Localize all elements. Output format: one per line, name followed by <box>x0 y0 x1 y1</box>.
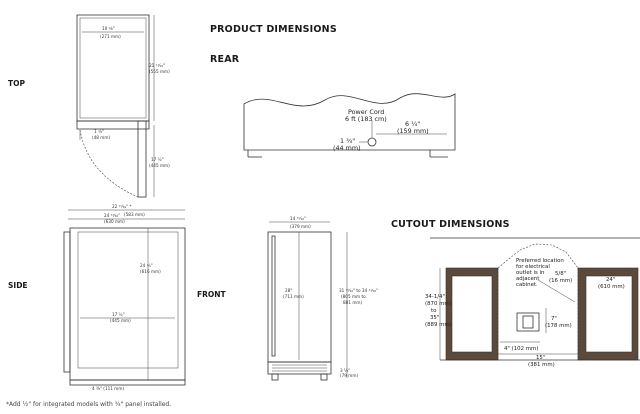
cutout-width: 15" <box>536 355 545 361</box>
cutout-height-5: (889 mm) <box>425 322 452 328</box>
cutout-depth: 24" <box>606 277 615 283</box>
side-view-cabinet <box>69 227 186 381</box>
side-height-mm: (616 mm) <box>140 269 161 274</box>
outlet-note-1: Preferred location <box>516 258 564 264</box>
top-depth-mm: (555 mm) <box>149 69 170 74</box>
top-view-interior <box>79 17 147 119</box>
power-cord-length: 6 ft (183 cm) <box>345 115 387 123</box>
side-view: 22 ¹⁵⁄₁₆" * (583 mm) 24 ¹³⁄₁₆" (630 mm) … <box>63 204 186 391</box>
cutout-height-3: to <box>431 308 436 314</box>
cord-offset-mm: (159 mm) <box>397 127 429 135</box>
front-label: FRONT <box>197 290 227 299</box>
top-depth: 21 ¹¹⁄₁₆" <box>149 63 165 68</box>
cord-offset: 6 ¼" <box>405 120 420 128</box>
front-height-range-mm-2: 881 mm) <box>343 300 362 305</box>
cutout-view: Preferred location for electrical outlet… <box>425 237 640 368</box>
outlet-height: 7" <box>551 316 557 322</box>
outlet-note-2: for electrical <box>516 264 550 270</box>
product-dimensions-heading: PRODUCT DIMENSIONS <box>210 24 337 35</box>
outlet-width: 4" (102 mm) <box>504 346 538 352</box>
outlet-height-mm: (178 mm) <box>545 323 572 329</box>
top-view-door <box>137 120 147 198</box>
front-view-handle <box>271 235 276 357</box>
side-label: SIDE <box>8 281 28 290</box>
cutout-height-4: 35" <box>430 315 439 321</box>
front-view: 14 ¹⁵⁄₁₆" (379 mm) 28" (711 mm) 31 ¹⁵⁄₁₆… <box>267 216 378 381</box>
cutout-top-gap: 5/8" <box>555 271 566 277</box>
side-toe: 4 ⅜" (111 mm) <box>92 386 124 391</box>
side-overall-depth-mm: (583 mm) <box>124 212 145 217</box>
footnote: *Add ½" for integrated models with ¾" pa… <box>6 401 171 408</box>
front-width: 14 ¹⁵⁄₁₆" <box>290 216 306 221</box>
side-height: 24 ¹⁄₄" <box>140 263 153 268</box>
outlet-note-3: outlet is in <box>516 270 544 276</box>
electrical-outlet-box <box>516 312 540 332</box>
front-foot-mm: (79 mm) <box>340 373 358 378</box>
cutout-width-mm: (381 mm) <box>528 362 555 368</box>
side-body-depth-mm: (630 mm) <box>104 219 125 224</box>
cutout-height-2: (870 mm) <box>425 301 452 307</box>
side-inner: 17 ½" <box>112 312 125 317</box>
cutout-top-gap-mm: (16 mm) <box>549 278 572 284</box>
front-inner-height: 28" <box>285 288 292 293</box>
top-door-swing-mm: (445 mm) <box>149 163 170 168</box>
cord-height: 1 ¾" <box>340 137 355 145</box>
door-swing-arc <box>79 129 139 198</box>
top-view: 10 ⁵⁄₈" (271 mm) 21 ¹¹⁄₁₆" (555 mm) 1 ⁷⁄… <box>76 14 170 198</box>
rear-view: Power Cord 6 ft (183 cm) 6 ¼" (159 mm) 1… <box>243 93 456 158</box>
power-cord-label: Power Cord <box>348 108 384 116</box>
cutout-opening-outline <box>497 243 579 269</box>
side-body-depth: 24 ¹³⁄₁₆" <box>104 213 120 218</box>
outlet-note-5: cabinet. <box>516 282 538 288</box>
cutout-dimensions-heading: CUTOUT DIMENSIONS <box>391 219 510 230</box>
top-inner-width-mm: (271 mm) <box>100 34 121 39</box>
top-door-swing: 17 ½" <box>151 157 164 162</box>
front-height-range-mm: (805 mm to <box>341 294 366 299</box>
power-cord-outlet <box>367 137 377 147</box>
cutout-height-1: 34-1/4" <box>425 294 445 300</box>
side-overall-depth: 22 ¹⁵⁄₁₆" * <box>112 204 131 209</box>
side-inner-mm: (445 mm) <box>110 318 131 323</box>
side-view-door <box>63 231 71 373</box>
rear-heading: REAR <box>210 54 240 65</box>
top-label: TOP <box>8 79 25 88</box>
outlet-note-4: adjacent <box>516 276 539 282</box>
front-inner-height-mm: (711 mm) <box>283 294 304 299</box>
top-door-offset: 1 ⁷⁄₈" <box>94 129 104 134</box>
top-inner-width: 10 ⁵⁄₈" <box>102 26 115 31</box>
front-foot: 3 ⅛" <box>340 368 350 373</box>
front-height-range: 31 ¹⁵⁄₁₆" to 34 ¹¹⁄₁₆" <box>339 288 378 293</box>
cutout-depth-mm: (610 mm) <box>598 284 625 290</box>
top-door-offset-mm: (48 mm) <box>92 135 110 140</box>
rear-view-cabinet <box>243 93 456 151</box>
cord-height-mm: (44 mm) <box>333 144 361 152</box>
front-width-mm: (379 mm) <box>290 224 311 229</box>
